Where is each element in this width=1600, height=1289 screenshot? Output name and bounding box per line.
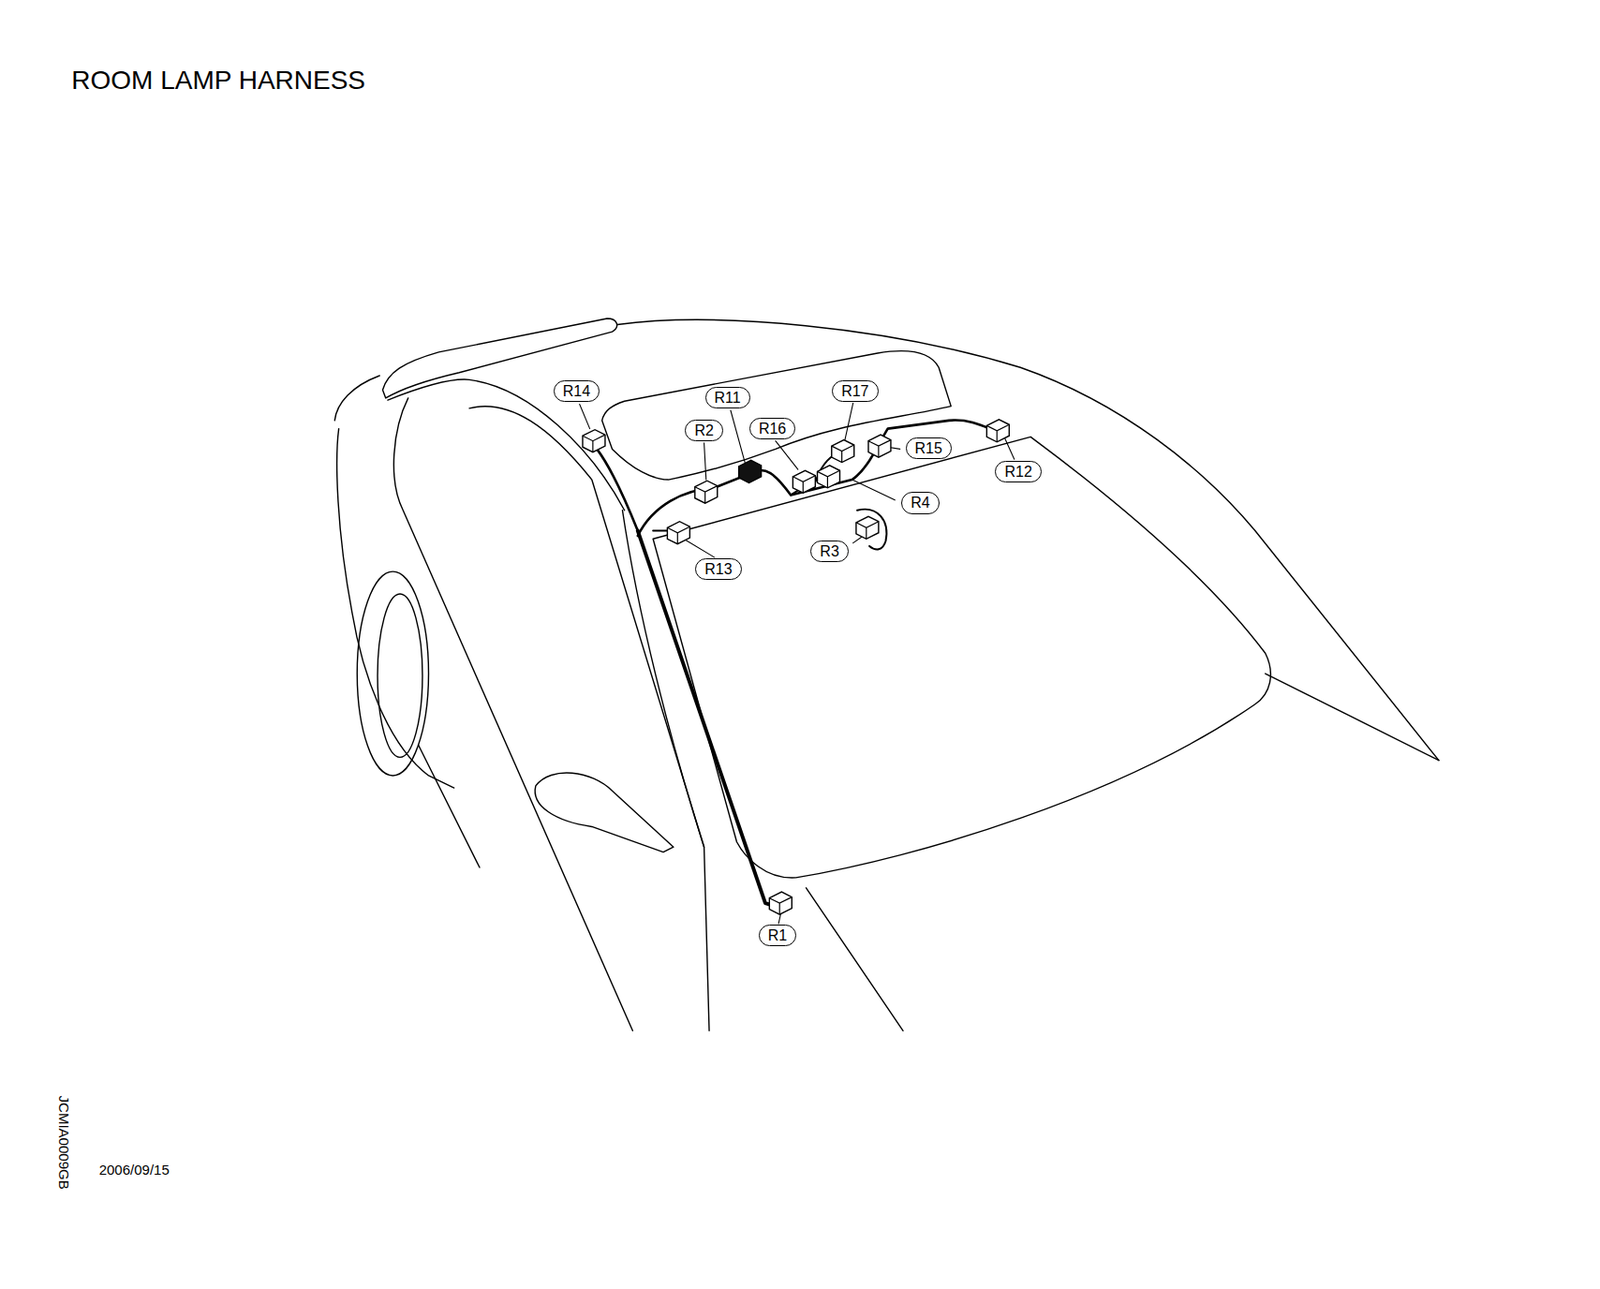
callout-number: R2	[694, 421, 713, 440]
connector	[739, 459, 762, 483]
wheel	[356, 571, 429, 776]
callout-oval: R13	[695, 558, 741, 580]
figure-code: JCMIA0009GB	[55, 1096, 72, 1190]
callout-number: R16	[758, 419, 786, 438]
callout-oval: R15	[905, 437, 952, 460]
callout-oval: R16	[749, 417, 796, 440]
roof-edge	[617, 320, 1439, 761]
callout-number: R3	[819, 542, 839, 561]
connectors	[582, 419, 1009, 915]
callout-number: R13	[704, 560, 732, 578]
callout-number: R11	[714, 388, 741, 407]
callout-number: R12	[1004, 462, 1032, 481]
date-note: 2006/09/15	[99, 1161, 170, 1178]
callout-oval: R1	[758, 924, 797, 947]
windshield	[652, 436, 1271, 878]
title: ROOM LAMP HARNESS	[71, 65, 366, 96]
rear-body-line	[334, 375, 380, 421]
c-pillar-line	[387, 379, 625, 511]
door-line	[393, 398, 633, 1031]
hood-line	[1265, 673, 1439, 761]
callout-oval: R17	[831, 380, 878, 402]
callout-number: R14	[562, 382, 591, 400]
connector	[868, 434, 891, 458]
callout-oval: R2	[684, 419, 723, 442]
callout-number: R1	[768, 926, 787, 945]
connector	[695, 480, 718, 504]
connector	[817, 465, 841, 489]
callout-oval: R3	[810, 540, 848, 563]
door-line	[418, 744, 480, 868]
hood-line	[806, 888, 904, 1032]
connector	[856, 516, 879, 539]
connector	[582, 429, 606, 453]
connector	[769, 891, 792, 915]
mirror	[534, 772, 674, 853]
connector	[792, 470, 815, 493]
callout-number: R17	[841, 382, 869, 400]
callout-oval: R4	[901, 491, 939, 514]
harness-wire	[637, 420, 995, 536]
connector	[666, 521, 690, 545]
harness-wire	[637, 531, 776, 907]
callout-oval: R14	[553, 380, 600, 402]
leader-lines	[579, 402, 1015, 924]
connector	[986, 419, 1009, 443]
connector	[831, 440, 855, 463]
sunroof	[602, 351, 952, 480]
callout-number: R4	[910, 493, 930, 512]
wheel	[377, 593, 423, 757]
callout-number: R15	[915, 439, 943, 458]
harness-wire	[596, 448, 638, 531]
callout-oval: R11	[705, 386, 751, 409]
callout-oval: R12	[994, 460, 1041, 483]
a-pillar-line	[622, 510, 710, 1032]
